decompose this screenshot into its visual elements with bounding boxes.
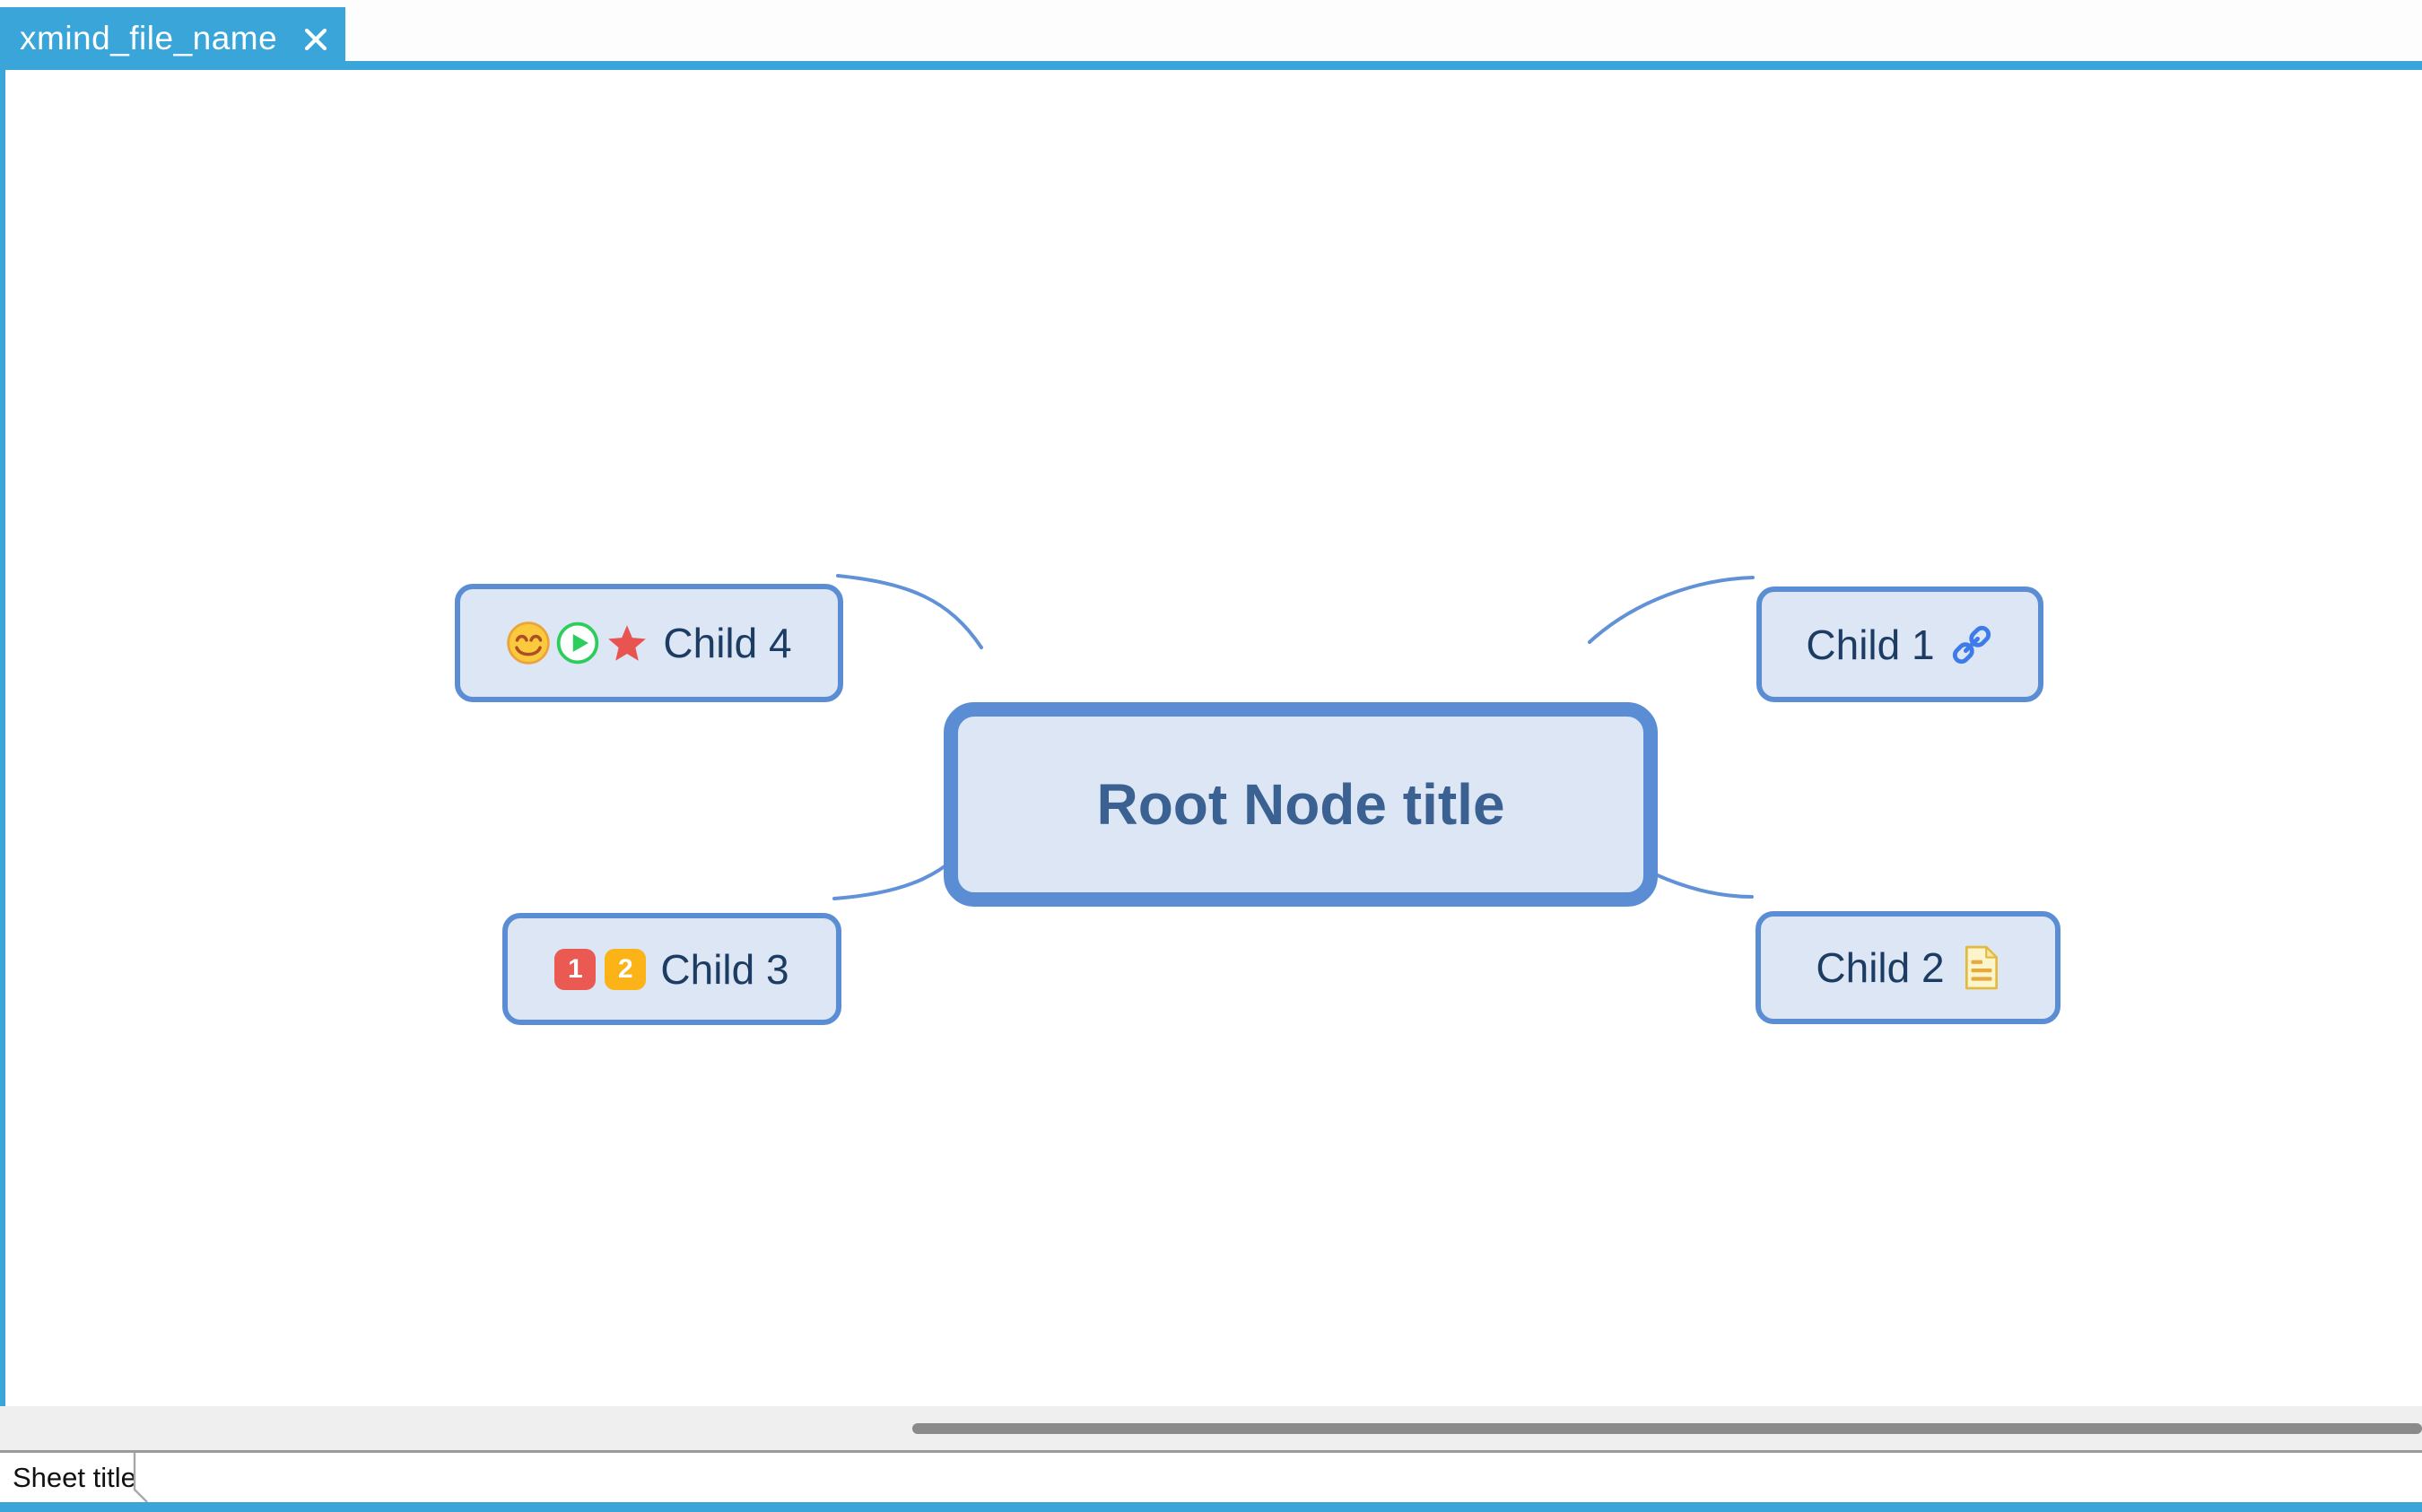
marker-number-2-icon[interactable]: 2 <box>605 948 647 990</box>
scrollbar-thumb[interactable] <box>912 1423 2422 1434</box>
file-tab-bar: xmind_file_name <box>0 0 2422 70</box>
tab-underline <box>0 61 2422 70</box>
root-node[interactable]: Root Node title <box>944 702 1658 907</box>
canvas-left-border <box>0 70 5 1406</box>
child-node-3[interactable]: 1 2 Child 3 <box>502 913 841 1025</box>
child-node-4[interactable]: Child 4 <box>455 584 843 702</box>
note-icon[interactable] <box>1963 945 2000 990</box>
close-icon[interactable] <box>302 26 329 53</box>
connector-root-child4 <box>836 574 983 649</box>
scrollbar-divider <box>0 1450 2422 1453</box>
file-tab[interactable]: xmind_file_name <box>0 7 345 70</box>
child-node-2[interactable]: Child 2 <box>1756 911 2060 1024</box>
child-node-3-label: Child 3 <box>660 945 789 993</box>
sheet-tab-bar: Sheet title <box>0 1453 2422 1502</box>
connector-root-child1 <box>1588 576 1755 644</box>
child-node-1[interactable]: Child 1 <box>1756 587 2043 702</box>
mindmap-canvas[interactable]: Root Node title Child 1 Child 2 <box>5 70 2422 1406</box>
star-icon[interactable] <box>605 621 649 665</box>
marker-number-1-icon[interactable]: 1 <box>554 948 597 990</box>
child-node-1-label: Child 1 <box>1806 621 1935 668</box>
window-bottom-border <box>0 1502 2422 1512</box>
play-icon[interactable] <box>555 621 600 665</box>
sheet-tab[interactable]: Sheet title <box>0 1453 136 1502</box>
root-node-label: Root Node title <box>1096 772 1505 837</box>
child-node-2-label: Child 2 <box>1816 944 1945 991</box>
file-tab-label: xmind_file_name <box>20 20 278 56</box>
horizontal-scrollbar[interactable] <box>0 1406 2422 1450</box>
smiley-icon[interactable] <box>506 621 551 665</box>
sheet-tab-label: Sheet title <box>13 1461 136 1493</box>
child-node-4-label: Child 4 <box>663 620 792 666</box>
link-icon[interactable] <box>1949 622 1994 667</box>
